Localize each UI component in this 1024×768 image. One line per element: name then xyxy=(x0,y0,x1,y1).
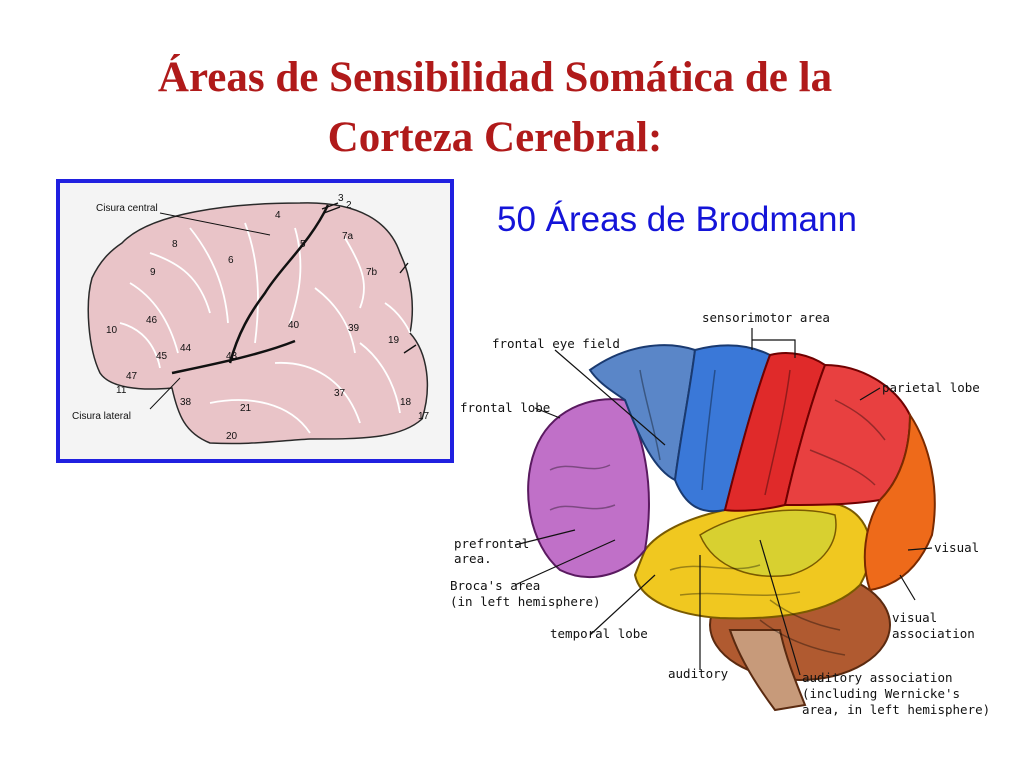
auditory-association-region xyxy=(699,509,837,577)
area-3-2-marks xyxy=(321,202,341,214)
label-broca-2: (in left hemisphere) xyxy=(450,594,601,609)
brodmann-area-21: 21 xyxy=(240,403,252,414)
brodmann-area-47: 47 xyxy=(126,371,138,382)
label-auditory-association-1: auditory association xyxy=(802,670,953,685)
central-pointer xyxy=(159,212,271,236)
slide-title: Áreas de Sensibilidad Somática de la Cor… xyxy=(0,48,990,168)
brodmann-area-19: 19 xyxy=(388,335,400,346)
label-parietal-lobe: parietal lobe xyxy=(882,380,980,395)
label-frontal-eye-field: frontal eye field xyxy=(492,336,620,351)
brodmann-area-17: 17 xyxy=(418,411,430,422)
label-visual-association-2: association xyxy=(892,626,975,641)
lateral-fissure-label: Cisura lateral xyxy=(72,411,131,422)
label-prefrontal-2: area. xyxy=(454,551,492,566)
label-sensorimotor: sensorimotor area xyxy=(702,310,830,325)
brodmann-area-46: 46 xyxy=(146,315,158,326)
brodmann-area-7b: 7b xyxy=(366,267,378,278)
brodmann-area-18: 18 xyxy=(400,397,412,408)
label-visual-association-1: visual xyxy=(892,610,937,625)
lateral-fissure-line xyxy=(171,339,296,375)
brain-lobes-diagram: sensorimotor area frontal eye field pari… xyxy=(440,300,1020,730)
label-temporal-lobe: temporal lobe xyxy=(550,626,648,641)
slide-subtitle: 50 Áreas de Brodmann xyxy=(497,200,857,239)
brodmann-area-43: 43 xyxy=(226,351,238,362)
central-fissure-label: Cisura central xyxy=(96,203,158,214)
brodmann-area-11: 11 xyxy=(116,385,127,396)
lateral-pointer xyxy=(149,377,181,410)
brodmann-area-7a: 7a xyxy=(342,231,354,242)
label-auditory-association-2: (including Wernicke's xyxy=(802,686,960,701)
brodmann-area-40: 40 xyxy=(288,320,300,331)
label-auditory-association-3: area, in left hemisphere) xyxy=(802,702,990,717)
brodmann-area-44: 44 xyxy=(180,343,192,354)
title-line-2: Corteza Cerebral: xyxy=(327,114,663,161)
gyral-lines xyxy=(119,222,411,434)
brodmann-area-6: 6 xyxy=(228,255,234,266)
title-line-1: Áreas de Sensibilidad Somática de la xyxy=(157,54,833,101)
brodmann-area-20: 20 xyxy=(226,431,238,442)
label-prefrontal-1: prefrontal xyxy=(454,536,529,551)
brodmann-area-3: 3 xyxy=(338,193,344,204)
prefrontal-region xyxy=(527,398,650,578)
brodmann-area-10: 10 xyxy=(106,325,118,336)
brodmann-area-39: 39 xyxy=(348,323,360,334)
area-19-mark xyxy=(403,344,417,354)
visual-region xyxy=(863,411,936,592)
gyri-texture xyxy=(549,369,886,656)
brainstem-region xyxy=(728,629,807,712)
brodmann-area-38: 38 xyxy=(180,397,192,408)
label-leader-lines xyxy=(514,328,933,676)
label-broca-1: Broca's area xyxy=(450,578,540,593)
brodmann-area-8: 8 xyxy=(172,239,178,250)
brodmann-area-2: 2 xyxy=(346,200,352,211)
brodmann-area-45: 45 xyxy=(156,351,168,362)
label-visual: visual xyxy=(934,540,979,555)
central-fissure-line xyxy=(228,204,330,364)
brain-lobes-svg: sensorimotor area frontal eye field pari… xyxy=(450,310,990,717)
area-7b-mark xyxy=(399,262,409,274)
brodmann-area-37: 37 xyxy=(334,388,346,399)
brodmann-area-9: 9 xyxy=(150,267,156,278)
label-auditory: auditory xyxy=(668,666,729,681)
brodmann-area-5: 5 xyxy=(300,239,306,250)
brodmann-area-4: 4 xyxy=(275,210,281,221)
label-frontal-lobe: frontal lobe xyxy=(460,400,550,415)
